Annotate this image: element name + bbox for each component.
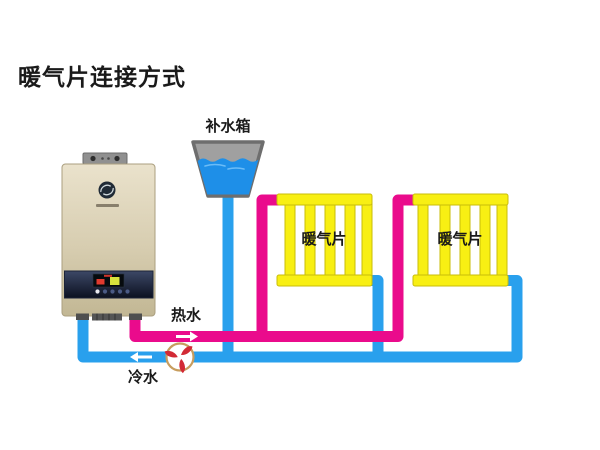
boiler-brand-text <box>96 204 119 207</box>
boiler-button[interactable] <box>102 289 108 294</box>
display-red-digits <box>96 279 105 285</box>
radiator-2-tube <box>496 201 508 279</box>
radiator-1-label: 暖气片 <box>301 230 347 248</box>
boiler-button[interactable] <box>95 289 100 294</box>
boiler-buttons[interactable] <box>95 289 130 294</box>
bracket-screw <box>101 157 104 160</box>
radiator-2-tube <box>417 201 429 279</box>
cold-water-label: 冷水 <box>127 368 159 386</box>
hot-pipe-fitting <box>129 313 142 320</box>
radiator-1-tube <box>361 201 373 279</box>
boiler-button[interactable] <box>125 289 130 294</box>
pump-blade <box>179 358 185 374</box>
boiler-logo-swirl <box>100 184 114 196</box>
water-tank <box>191 140 265 198</box>
tank-water-highlight <box>204 163 245 170</box>
radiator-1-bottom-bar <box>276 274 373 287</box>
boiler-button[interactable] <box>117 289 123 294</box>
boiler <box>61 152 156 321</box>
tank-water <box>197 158 259 195</box>
bracket-hole <box>114 155 120 162</box>
boiler-bottom-grill <box>92 313 122 321</box>
cold-main-return-pipe <box>77 275 523 363</box>
page-title: 暖气片连接方式 <box>18 65 186 91</box>
hot-main-supply-pipe <box>129 194 417 342</box>
hot-water-pipes <box>129 194 417 342</box>
bracket-screw <box>107 157 110 160</box>
boiler-grill-ridges <box>96 313 116 321</box>
display-top-indicator <box>104 274 112 277</box>
radiator-1 <box>276 193 373 287</box>
radiator-2-top-bar <box>412 193 509 206</box>
boiler-logo-icon <box>98 181 116 199</box>
bracket-hole <box>90 155 96 162</box>
cold-branch-radiator1 <box>366 275 384 357</box>
boiler-button[interactable] <box>110 289 115 294</box>
pump-blade <box>181 346 193 356</box>
radiator-1-top-bar <box>276 193 373 206</box>
radiator-2-label: 暖气片 <box>437 230 483 248</box>
cold-flow-arrow-left-icon <box>130 352 152 362</box>
tank-label: 补水箱 <box>205 117 251 135</box>
hot-branch-radiator1 <box>256 194 281 337</box>
cold-pipe-fitting <box>76 313 89 320</box>
display-green-digits <box>110 277 120 285</box>
pump-blade <box>164 350 178 358</box>
radiator-1-tube <box>284 201 296 279</box>
radiator-2-bottom-bar <box>412 274 509 287</box>
radiator-2 <box>412 193 509 287</box>
hot-water-label: 热水 <box>170 306 202 324</box>
boiler-mount-bracket <box>82 152 128 165</box>
pump-icon <box>164 342 195 374</box>
hot-flow-arrow-right-icon <box>176 331 198 342</box>
